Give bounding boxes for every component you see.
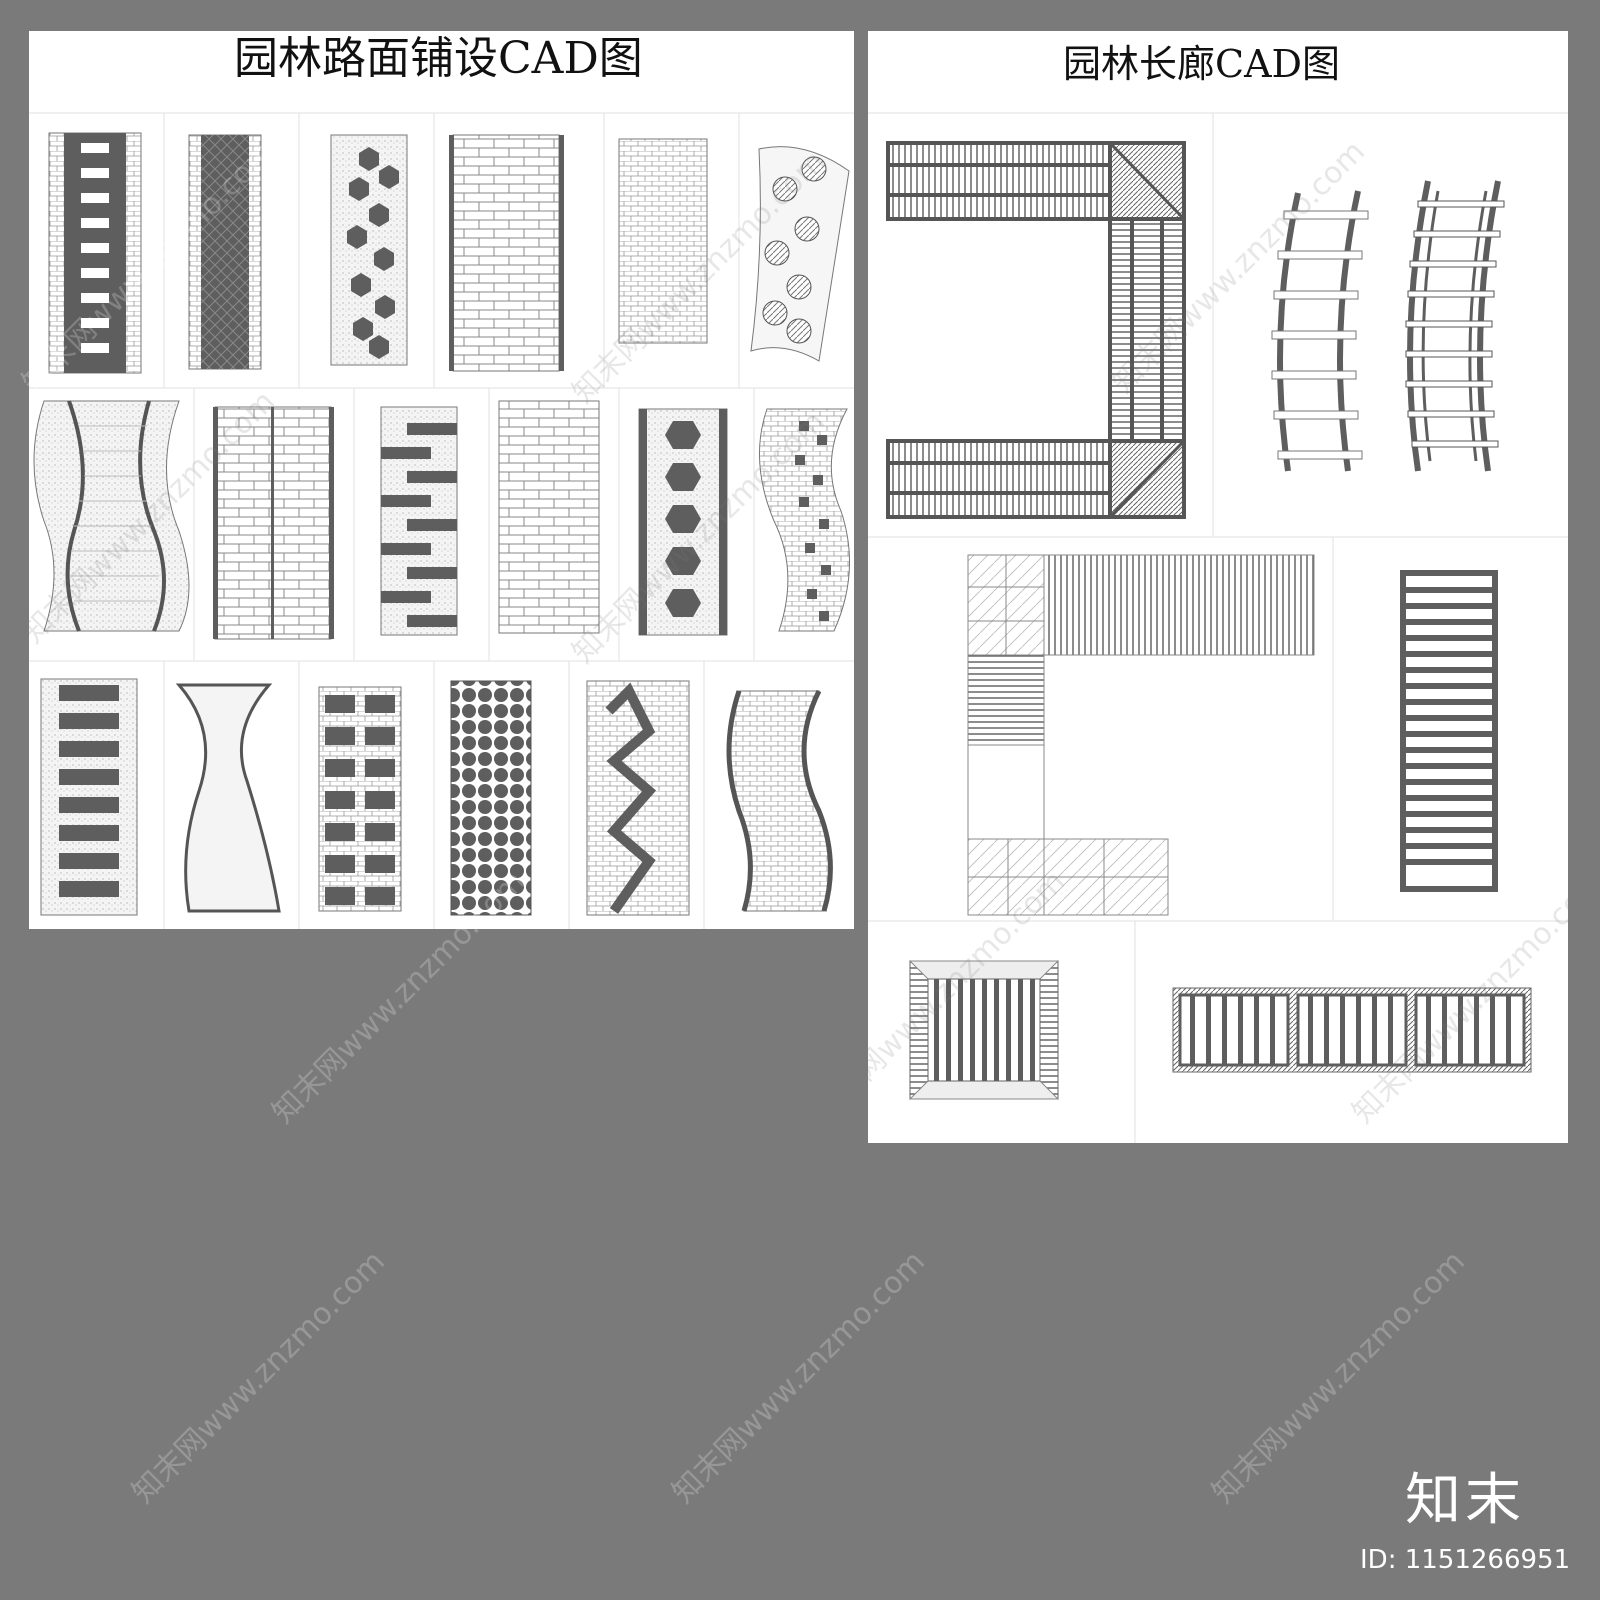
corridor-cad-sheet: 园林长廊CAD图 (868, 31, 1568, 1143)
corridor-drawing-pergola (1172, 987, 1532, 1073)
paving-pattern-14 (175, 683, 281, 913)
corridor-drawing-curved-2 (1405, 180, 1505, 472)
corridor-drawings (868, 112, 1568, 1143)
brand-logo: 知末 (1405, 1468, 1525, 1533)
paving-pattern-13 (40, 678, 138, 916)
corridor-drawing-curved-1 (1271, 190, 1369, 472)
paving-pattern-2 (188, 134, 262, 370)
paving-pattern-1 (48, 132, 142, 374)
corridor-drawing-straight (1400, 570, 1498, 892)
paving-pattern-9 (380, 406, 458, 636)
paving-pattern-5 (618, 138, 708, 344)
paving-pattern-18 (726, 689, 833, 912)
paving-pattern-7 (33, 400, 190, 632)
paving-sheet-title: 园林路面铺设CAD图 (234, 33, 643, 84)
brand-id-label: ID: 1151266951 (1360, 1545, 1571, 1575)
corridor-drawing-u-shape (886, 141, 1186, 519)
paving-pattern-12 (759, 408, 851, 632)
paving-pattern-8 (213, 406, 334, 640)
paving-patterns-drawing (29, 112, 854, 929)
corridor-drawing-l-shape (967, 554, 1315, 916)
paving-pattern-11 (638, 408, 728, 636)
corridor-drawing-pavilion (908, 960, 1060, 1100)
paving-pattern-4 (449, 134, 564, 372)
paving-pattern-3 (330, 134, 408, 366)
paving-pattern-17 (586, 680, 690, 916)
watermark-10: 知末网www.znzmo.com (665, 1244, 932, 1511)
watermark-9: 知末网www.znzmo.com (125, 1244, 392, 1511)
corridor-sheet-title: 园林长廊CAD图 (1063, 42, 1340, 86)
paving-pattern-10 (498, 400, 600, 634)
paving-pattern-6 (750, 146, 850, 362)
paving-cad-sheet: 园林路面铺设CAD图 (29, 31, 854, 929)
paving-pattern-15 (318, 686, 402, 912)
paving-pattern-16 (450, 680, 532, 916)
